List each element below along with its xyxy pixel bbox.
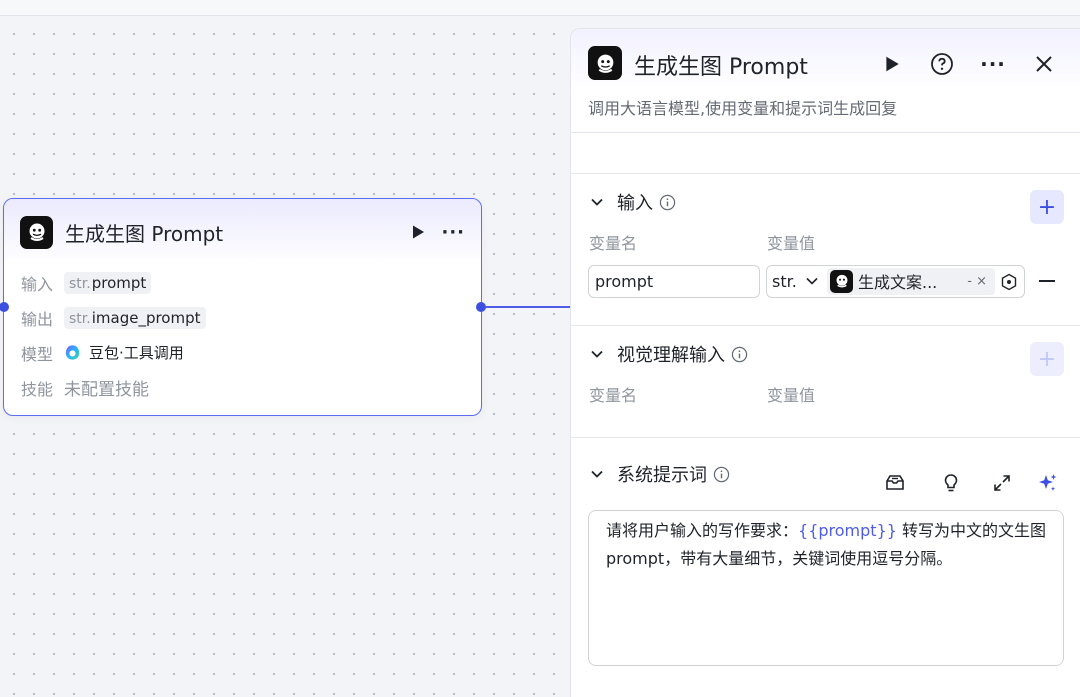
output-value: image_prompt bbox=[91, 308, 201, 327]
system-prompt-editor[interactable]: 请将用户输入的写作要求：{{prompt}} 转写为中文的文生图 prompt，… bbox=[588, 510, 1064, 666]
reference-remove[interactable]: - × bbox=[967, 274, 987, 289]
system-prompt-title: 系统提示词 bbox=[617, 465, 707, 486]
vision-section-title: 视觉理解输入 bbox=[617, 345, 725, 366]
model-value: 豆包·工具调用 bbox=[89, 344, 184, 362]
close-icon[interactable]: × bbox=[976, 273, 987, 289]
chevron-down-icon[interactable] bbox=[805, 274, 819, 288]
type-label[interactable]: str. bbox=[772, 271, 797, 291]
top-bar bbox=[0, 0, 1080, 16]
col-variable-value: 变量值 bbox=[767, 234, 816, 253]
doubao-model-icon bbox=[65, 345, 80, 360]
variable-name-input[interactable]: prompt bbox=[588, 264, 760, 298]
node-skill-row: 技能 未配置技能 bbox=[4, 370, 481, 405]
more-icon[interactable]: ··· bbox=[441, 221, 465, 243]
reference-text: 生成文案... bbox=[858, 273, 938, 292]
node-model-row: 模型 豆包·工具调用 bbox=[4, 335, 481, 370]
reference-chip[interactable]: 生成文案... - × bbox=[827, 267, 995, 295]
skill-value: 未配置技能 bbox=[64, 380, 149, 400]
play-icon[interactable] bbox=[407, 221, 429, 243]
library-icon[interactable] bbox=[884, 472, 906, 494]
input-value: prompt bbox=[91, 273, 147, 292]
llm-node-card[interactable]: 生成生图 Prompt ··· 输入 str.prompt 输出 str.ima… bbox=[3, 198, 482, 416]
panel-description: 调用大语言模型,使用变量和提示词生成回复 bbox=[588, 99, 898, 118]
chevron-down-icon[interactable] bbox=[589, 346, 605, 362]
input-key: 输入 bbox=[21, 274, 54, 294]
system-prompt-section: 系统提示词 请将用户输入的写作要求：{{prompt}} 转写为中文的文生图 p… bbox=[571, 446, 1080, 697]
help-icon[interactable] bbox=[929, 51, 955, 77]
reference-dash: - bbox=[967, 273, 972, 289]
input-section: 输入 + 变量名 变量值 prompt str. bbox=[571, 174, 1080, 326]
model-key: 模型 bbox=[21, 344, 54, 364]
input-type: str. bbox=[69, 275, 91, 292]
add-vision-input-button[interactable]: + bbox=[1030, 342, 1064, 376]
panel-header: 生成生图 Prompt 调用大语言模型,使用变量和提示词生成回复 ··· bbox=[571, 29, 1080, 133]
variable-icon[interactable] bbox=[1000, 273, 1018, 291]
prompt-text-before: 请将用户输入的写作要求： bbox=[606, 521, 799, 540]
output-type: str. bbox=[69, 310, 91, 327]
bot-icon bbox=[588, 46, 622, 80]
col-variable-name: 变量名 bbox=[589, 234, 638, 253]
more-icon[interactable]: ··· bbox=[980, 52, 1006, 76]
input-variable-row: prompt str. 生成文案... - × bbox=[571, 264, 1080, 298]
node-header: 生成生图 Prompt ··· bbox=[4, 199, 481, 265]
input-column-headers: 变量名 变量值 bbox=[571, 230, 1080, 254]
bot-icon bbox=[20, 215, 53, 249]
panel-spacer bbox=[571, 133, 1080, 174]
chevron-down-icon[interactable] bbox=[589, 466, 605, 482]
info-icon[interactable] bbox=[713, 466, 730, 483]
node-settings-panel: 生成生图 Prompt 调用大语言模型,使用变量和提示词生成回复 ··· 输入 … bbox=[570, 28, 1080, 697]
info-icon[interactable] bbox=[731, 346, 748, 363]
node-output-port[interactable] bbox=[476, 302, 486, 312]
close-icon[interactable] bbox=[1031, 51, 1057, 77]
variable-value-selector[interactable]: str. 生成文案... - × bbox=[766, 264, 1025, 298]
col-variable-value: 变量值 bbox=[767, 386, 816, 405]
bot-icon bbox=[830, 269, 853, 293]
node-input-row: 输入 str.prompt bbox=[4, 265, 481, 300]
prompt-text-after: 转写为中文的文生图 prompt，带有大量细节，关键词使用逗号分隔。 bbox=[606, 521, 1047, 568]
panel-title: 生成生图 Prompt bbox=[634, 55, 808, 80]
system-prompt-header[interactable]: 系统提示词 bbox=[571, 446, 1080, 502]
add-input-button[interactable]: + bbox=[1030, 190, 1064, 224]
vision-column-headers: 变量名 变量值 bbox=[571, 382, 1080, 406]
skill-key: 技能 bbox=[21, 379, 54, 399]
node-input-port[interactable] bbox=[0, 302, 9, 312]
output-key: 输出 bbox=[21, 309, 54, 329]
expand-icon[interactable] bbox=[991, 472, 1013, 494]
connection-edge bbox=[486, 306, 570, 308]
vision-section-header[interactable]: 视觉理解输入 bbox=[571, 326, 1080, 382]
prompt-variable: {{prompt}} bbox=[798, 521, 897, 540]
input-section-title: 输入 bbox=[617, 193, 653, 214]
play-icon[interactable] bbox=[879, 51, 905, 77]
node-title: 生成生图 Prompt bbox=[65, 221, 224, 246]
vision-input-section: 视觉理解输入 + 变量名 变量值 bbox=[571, 326, 1080, 438]
output-tag: str.image_prompt bbox=[64, 306, 206, 329]
input-section-header[interactable]: 输入 bbox=[571, 174, 1080, 230]
remove-variable-button[interactable] bbox=[1039, 280, 1055, 282]
sparkle-icon[interactable] bbox=[1037, 472, 1059, 494]
col-variable-name: 变量名 bbox=[589, 386, 638, 405]
chevron-down-icon[interactable] bbox=[589, 194, 605, 210]
node-output-row: 输出 str.image_prompt bbox=[4, 300, 481, 335]
input-tag: str.prompt bbox=[64, 271, 152, 294]
bulb-icon[interactable] bbox=[940, 472, 962, 494]
info-icon[interactable] bbox=[659, 194, 676, 211]
